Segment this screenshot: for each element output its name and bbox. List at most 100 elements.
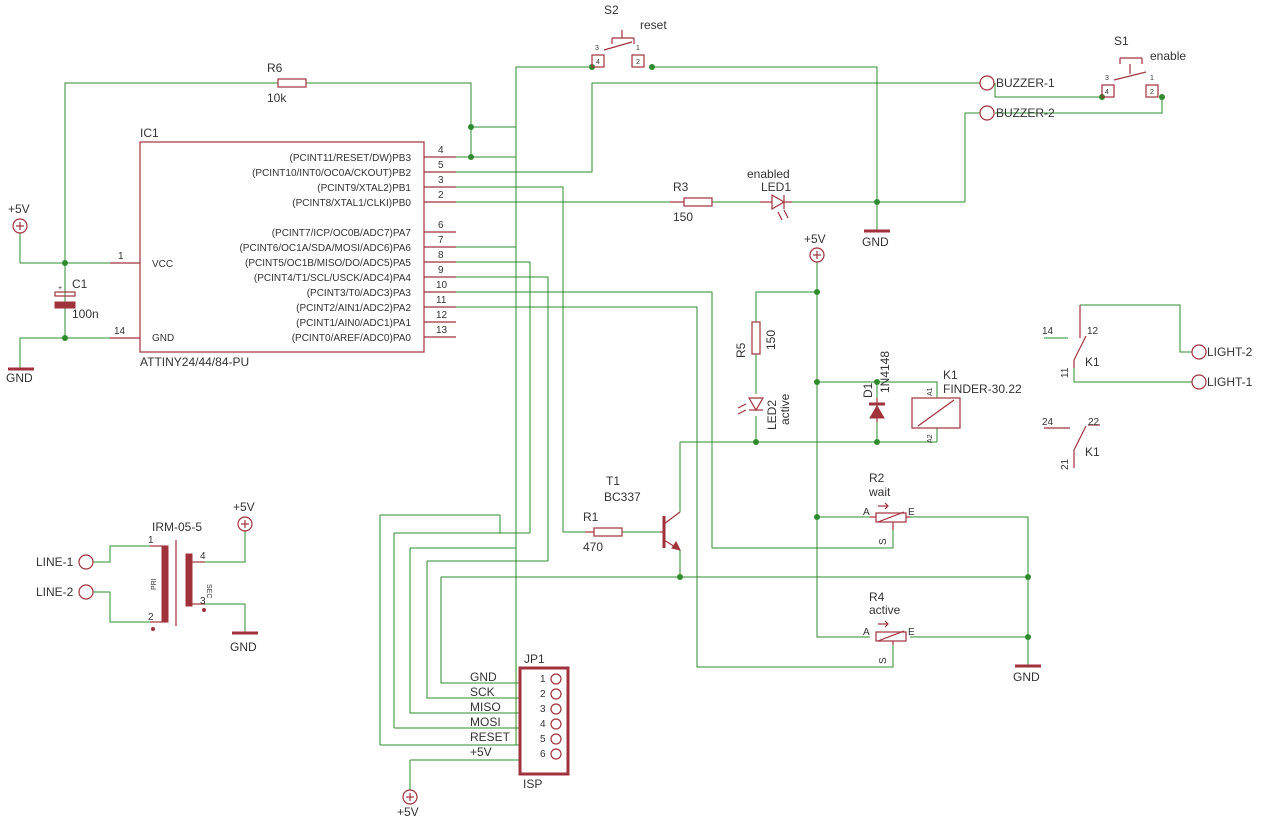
vcc-symbol: +5V bbox=[804, 232, 826, 263]
switch-s2: S2 reset 3 4 1 2 bbox=[591, 3, 667, 68]
ic1-gnd-label: GND bbox=[152, 333, 174, 344]
ic1-pin-num: 12 bbox=[436, 310, 448, 321]
jp1-pin-num: 5 bbox=[540, 734, 546, 745]
ic1-pin-name: (PCINT10/INT0/OC0A/CKOUT)PB2 bbox=[252, 168, 411, 179]
vcc-symbol: +5V bbox=[397, 789, 419, 819]
jp1-ref: JP1 bbox=[524, 652, 545, 666]
gnd-label: GND bbox=[6, 371, 33, 385]
ic1-pin-num: 11 bbox=[436, 295, 447, 306]
ic1-pin-name: (PCINT3/T0/ADC3)PA3 bbox=[307, 288, 412, 299]
vcc-symbol: +5V bbox=[8, 202, 30, 234]
r4-label: active bbox=[869, 603, 901, 617]
power-symbols: +5V +5V +5V +5V GND GND GND GND bbox=[6, 202, 1041, 819]
ic1-pin-num: 9 bbox=[438, 265, 444, 276]
psu-pri: PRI bbox=[151, 578, 158, 590]
jp1-signal: GND bbox=[470, 670, 497, 684]
line1-label: LINE-1 bbox=[36, 555, 74, 569]
ic1-vcc-label: VCC bbox=[152, 259, 173, 270]
connector-light-1: LIGHT-1 bbox=[1191, 374, 1253, 390]
s2-p2: 2 bbox=[636, 59, 640, 66]
led2-label: active bbox=[778, 393, 792, 425]
r5-value: 150 bbox=[764, 330, 778, 350]
c1-ref: C1 bbox=[72, 277, 88, 291]
header-jp1: JP1 ISP 1 2 3 4 5 6 GND SCK MISO MOSI RE… bbox=[470, 652, 570, 791]
light2-label: LIGHT-2 bbox=[1207, 345, 1253, 359]
gnd-symbol: GND bbox=[6, 367, 34, 385]
resistor-r3: R3 150 bbox=[670, 180, 713, 224]
jp1-pin-num: 3 bbox=[540, 704, 546, 715]
jp1-pin-num: 1 bbox=[540, 674, 546, 685]
jp1-pin-num: 2 bbox=[540, 689, 546, 700]
ic1-pin-num: 5 bbox=[438, 160, 444, 171]
ic1-pin-name: (PCINT5/OC1B/MISO/DO/ADC5)PA5 bbox=[245, 258, 411, 269]
connector-line-2: LINE-2 bbox=[36, 584, 94, 600]
vcc-label: +5V bbox=[397, 805, 419, 819]
ic1-pin-num: 8 bbox=[438, 250, 444, 261]
k1-p14: 14 bbox=[1042, 326, 1054, 337]
ic1: IC1 ATTINY24/44/84-PU VCC GND 1 14 (PCIN… bbox=[110, 126, 456, 369]
ic1-pin-num: 10 bbox=[436, 280, 448, 291]
k1-p22: 22 bbox=[1088, 417, 1100, 428]
gnd-symbol: GND bbox=[230, 631, 258, 654]
ic1-gnd-pin: 14 bbox=[114, 326, 126, 337]
r3-value: 150 bbox=[673, 210, 693, 224]
k1-ref-c2: K1 bbox=[1085, 445, 1100, 459]
k1-value: FINDER-30.22 bbox=[943, 382, 1022, 396]
psu-p3: 3 bbox=[200, 596, 206, 607]
line2-label: LINE-2 bbox=[36, 585, 74, 599]
ic1-pin-rows: (PCINT11/RESET/DW)PB3 (PCINT10/INT0/OC0A… bbox=[239, 145, 456, 344]
c1-value: 100n bbox=[72, 307, 99, 321]
led1: enabled LED1 bbox=[747, 167, 792, 221]
capacitor-c1: + C1 100n bbox=[54, 277, 99, 321]
buzzer2-label: BUZZER-2 bbox=[996, 106, 1055, 120]
jp1-signal: MOSI bbox=[470, 715, 501, 729]
resistor-r6: R6 10k bbox=[267, 61, 307, 105]
gnd-label: GND bbox=[1013, 670, 1040, 684]
ic1-pin-num: 13 bbox=[436, 325, 448, 336]
diode-d1: D1 1N4148 bbox=[861, 351, 892, 422]
psu-sec: SEC bbox=[205, 584, 212, 598]
gnd-symbol: GND bbox=[862, 229, 890, 249]
ic1-pin-num: 4 bbox=[438, 145, 444, 156]
s1-p3: 3 bbox=[1105, 75, 1109, 82]
led2-ref: LED2 bbox=[765, 400, 779, 430]
ic1-pin-name: (PCINT4/T1/SCL/USCK/ADC4)PA4 bbox=[254, 273, 412, 284]
buzzer1-label: BUZZER-1 bbox=[996, 76, 1055, 90]
r5-ref: R5 bbox=[734, 342, 748, 358]
psu-p4: 4 bbox=[200, 551, 206, 562]
jp1-signal: MISO bbox=[470, 700, 501, 714]
k1-contact-2: 24 22 21 K1 bbox=[1042, 417, 1100, 470]
jp1-pin-num: 4 bbox=[540, 719, 546, 730]
psu-p2: 2 bbox=[148, 612, 154, 623]
ic1-vcc-pin: 1 bbox=[118, 251, 124, 262]
c1-plus: + bbox=[58, 285, 62, 292]
r4-a: A bbox=[863, 627, 870, 638]
r6-value: 10k bbox=[267, 91, 287, 105]
resistor-r5: R5 150 bbox=[734, 321, 778, 358]
ic1-pin-num: 2 bbox=[438, 190, 444, 201]
k1-contact-1: 14 12 11 K1 bbox=[1042, 305, 1100, 378]
s2-p3: 3 bbox=[595, 45, 599, 52]
light1-label: LIGHT-1 bbox=[1207, 375, 1253, 389]
s2-label: reset bbox=[640, 18, 667, 32]
jp1-signal: RESET bbox=[470, 730, 511, 744]
connector-buzzer-1: BUZZER-1 bbox=[979, 75, 1055, 91]
k1-a1: A1 bbox=[927, 387, 934, 396]
k1-p12: 12 bbox=[1087, 326, 1099, 337]
ic1-ref: IC1 bbox=[140, 126, 159, 140]
ic1-pin-name: (PCINT8/XTAL1/CLKI)PB0 bbox=[292, 198, 411, 209]
r2-s: S bbox=[878, 538, 889, 545]
s2-ref: S2 bbox=[604, 3, 619, 17]
s1-p1: 1 bbox=[1150, 75, 1154, 82]
vcc-label: +5V bbox=[233, 500, 255, 514]
vcc-label: +5V bbox=[804, 232, 826, 246]
vcc-label: +5V bbox=[8, 202, 30, 216]
ic1-pin-num: 3 bbox=[438, 175, 444, 186]
r1-value: 470 bbox=[583, 540, 603, 554]
psu-ref: IRM-05-5 bbox=[152, 520, 202, 534]
trimmer-r4: R4 active A E S bbox=[863, 590, 915, 664]
junctions bbox=[62, 64, 1165, 640]
s1-p2: 2 bbox=[1150, 89, 1154, 96]
switch-s1: S1 enable 3 4 1 2 bbox=[1101, 34, 1186, 98]
